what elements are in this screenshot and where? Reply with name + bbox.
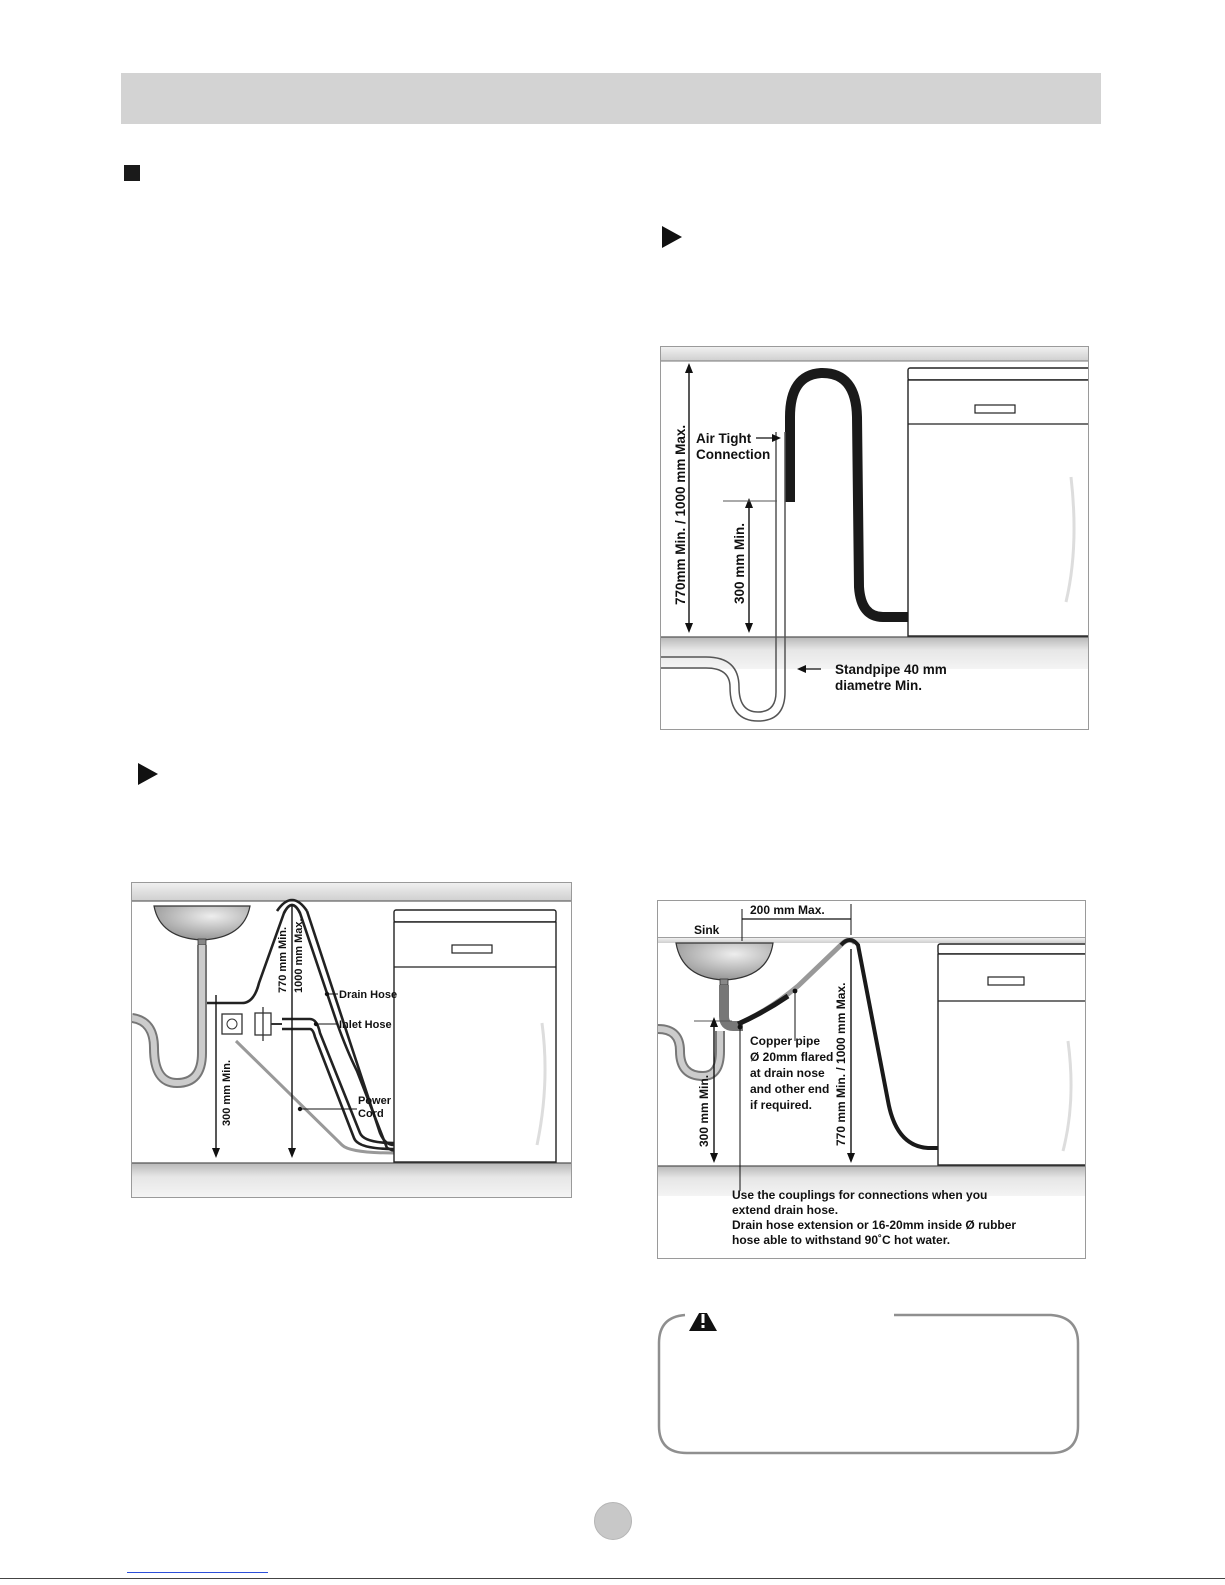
dishwasher-icon [937,943,1085,1166]
note-line-3: Drain hose extension or 16-20mm inside Ø… [732,1218,1016,1232]
cord-label: Cord [358,1108,384,1120]
power-label: Power [358,1095,392,1107]
inlet-hose-label: Inlet Hose [339,1019,392,1031]
sink-figure: 300 mm Min. 770 mm Min. 1000 mm Max. Dra… [131,882,572,1198]
copper-line-4: and other end [750,1082,829,1096]
standpipe-label: Standpipe 40 mm [835,662,947,677]
drain-hose [785,367,908,622]
copper-line-5: if required. [750,1098,812,1112]
triangle-bullet-icon [138,763,158,785]
min-height-label: 300 mm Min. [221,1060,233,1126]
height-range-label: 770mm Min. / 1000 mm Max. [673,425,688,605]
min-height-label: 300 mm Min. [732,523,747,604]
copper-line-2: Ø 20mm flared [750,1050,833,1064]
warning-icon [689,1306,717,1331]
header-bar [121,73,1101,124]
sink-bowl-icon [153,905,251,946]
max-distance-label: 200 mm Max. [750,903,825,917]
triangle-bullet-icon [662,226,682,248]
drain-hose-label: Drain Hose [339,989,397,1001]
note-line-1: Use the couplings for connections when y… [732,1188,987,1202]
footer-rule [0,1578,1225,1579]
range-max-label: 1000 mm Max. [293,918,305,993]
copper-line-3: at drain nose [750,1066,825,1080]
page-number-badge [594,1502,632,1540]
connection-label: Connection [696,447,770,462]
range-min-label: 770 mm Min. [277,927,289,993]
note-line-4: hose able to withstand 90˚C hot water. [732,1233,950,1247]
sink-bowl-icon [675,942,774,986]
footer-link-underline[interactable] [127,1572,268,1573]
diametre-label: diametre Min. [835,678,922,693]
dishwasher-icon [907,367,1088,637]
dishwasher-icon [393,909,557,1163]
copper-line-1: Copper pipe [750,1034,820,1048]
standpipe-figure: 770mm Min. / 1000 mm Max. 300 mm Min. Ai… [660,346,1089,730]
min-height-label: 300 mm Min. [697,1075,711,1147]
section-square-icon [124,165,140,181]
sink-label: Sink [694,923,720,937]
height-range-label: 770 mm Min. / 1000 mm Max. [834,983,848,1146]
air-tight-label: Air Tight [696,431,752,446]
power-socket-icon [221,1013,243,1035]
caution-box [657,1306,1081,1456]
note-line-2: extend drain hose. [732,1203,838,1217]
extension-figure: Sink 200 mm Max. 770 mm Min. / 1000 mm M… [657,900,1086,1259]
